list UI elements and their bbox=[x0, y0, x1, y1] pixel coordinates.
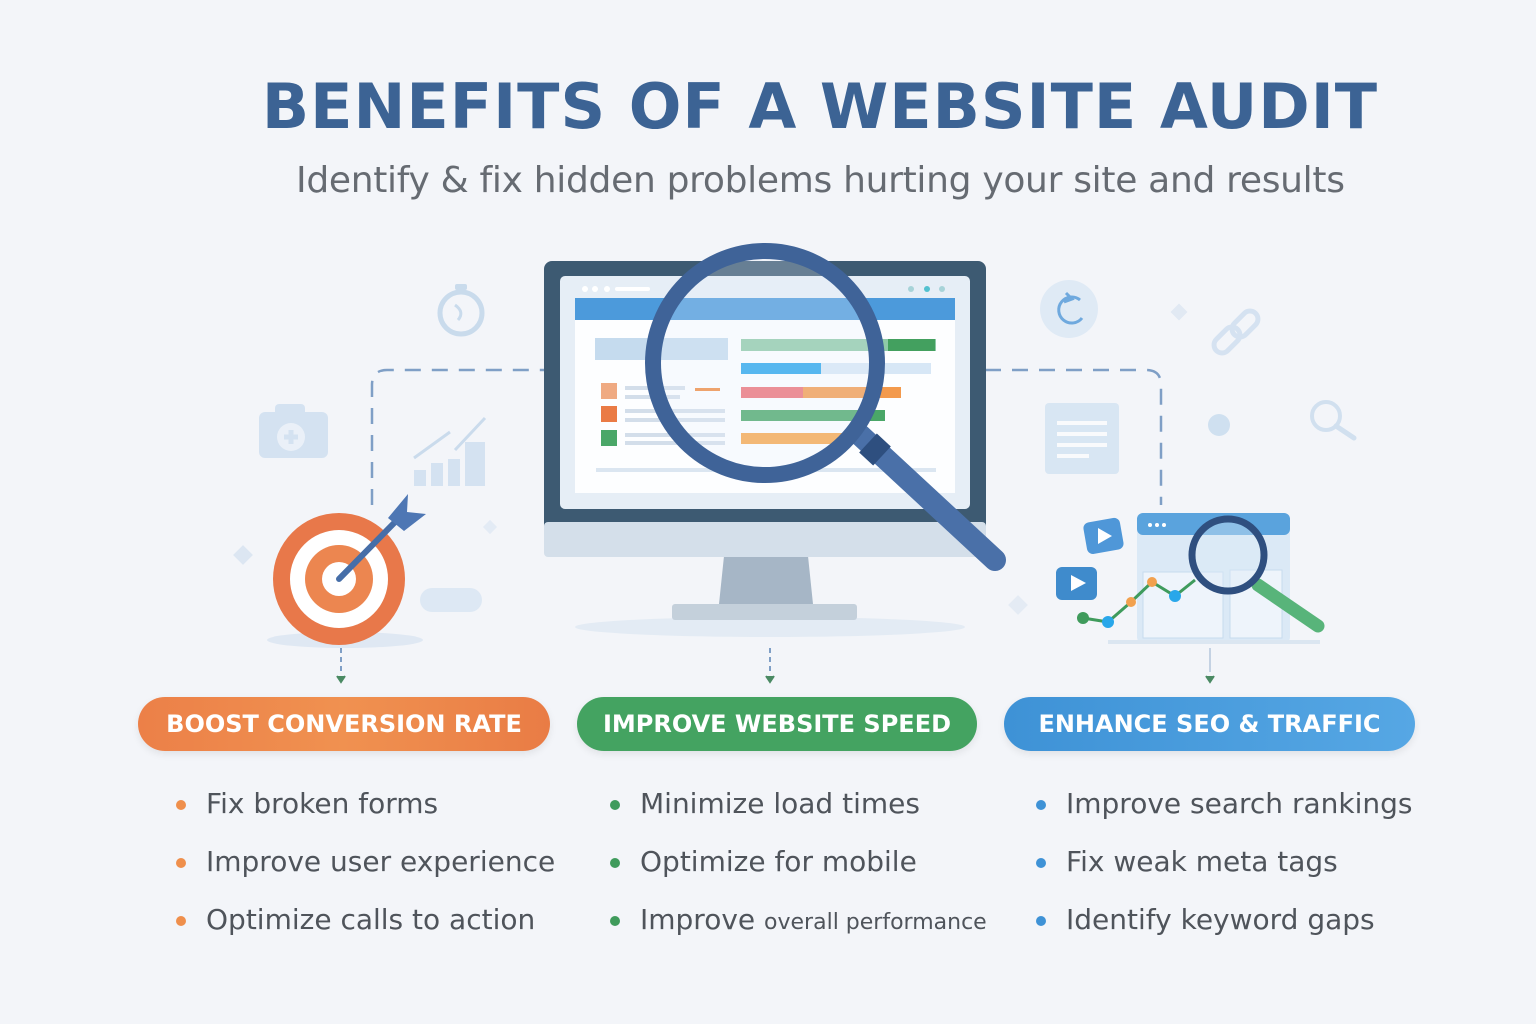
search-icon bbox=[1310, 400, 1357, 441]
list-item: Improve user experience bbox=[176, 840, 555, 898]
speed-benefits-list: Minimize load times Optimize for mobile … bbox=[610, 782, 987, 956]
conversion-benefits-list: Fix broken forms Improve user experience… bbox=[176, 782, 555, 956]
bullet-dot-icon bbox=[610, 858, 620, 868]
page-title: BENEFITS OF A WEBSITE AUDIT bbox=[261, 70, 1379, 143]
bullet-dot-icon bbox=[176, 858, 186, 868]
list-item: Improve overall performance bbox=[610, 898, 987, 956]
list-item: Minimize load times bbox=[610, 782, 987, 840]
list-item: Improve search rankings bbox=[1036, 782, 1412, 840]
play-video-icon bbox=[1056, 517, 1124, 600]
monitor-with-magnifying-glass-icon bbox=[544, 243, 1006, 637]
list-item: Fix broken forms bbox=[176, 782, 555, 840]
bullet-dot-icon bbox=[1036, 858, 1046, 868]
camera-plus-icon bbox=[259, 404, 328, 458]
seo-chart-with-magnifier-icon bbox=[1056, 513, 1325, 644]
enhance-seo-traffic-heading: ENHANCE SEO & TRAFFIC bbox=[1004, 697, 1415, 751]
dashed-connector bbox=[370, 368, 1163, 505]
bullet-dot-icon bbox=[176, 916, 186, 926]
stopwatch-icon bbox=[437, 284, 485, 337]
boost-conversion-rate-heading: BOOST CONVERSION RATE bbox=[138, 697, 550, 751]
link-icon bbox=[1211, 308, 1261, 356]
refresh-icon bbox=[1040, 280, 1098, 338]
seo-benefits-list: Improve search rankings Fix weak meta ta… bbox=[1036, 782, 1412, 956]
growth-chart-icon bbox=[413, 416, 487, 486]
list-item: Identify keyword gaps bbox=[1036, 898, 1412, 956]
bullet-dot-icon bbox=[610, 916, 620, 926]
bullet-dot-icon bbox=[1036, 800, 1046, 810]
list-item: Fix weak meta tags bbox=[1036, 840, 1412, 898]
bullet-dot-icon bbox=[610, 800, 620, 810]
list-item: Optimize calls to action bbox=[176, 898, 555, 956]
list-item: Optimize for mobile bbox=[610, 840, 987, 898]
bullet-dot-icon bbox=[176, 800, 186, 810]
page-subtitle: Identify & fix hidden problems hurting y… bbox=[296, 160, 1345, 201]
document-icon bbox=[1045, 403, 1119, 474]
target-with-arrow-icon bbox=[267, 494, 426, 648]
bullet-dot-icon bbox=[1036, 916, 1046, 926]
improve-website-speed-heading: IMPROVE WEBSITE SPEED bbox=[577, 697, 977, 751]
